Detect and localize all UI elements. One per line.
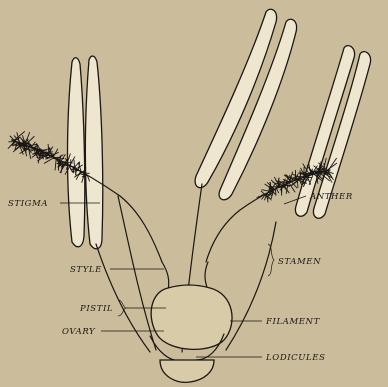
stigma-hair	[74, 160, 75, 168]
label-stigma: STIGMA	[8, 199, 48, 209]
stigma-hair	[281, 186, 282, 195]
pistil	[151, 262, 232, 349]
stigma-hair	[44, 158, 54, 164]
label-ovary: OVARY	[62, 327, 96, 337]
center-anther	[195, 9, 297, 200]
stigma-hair	[85, 167, 86, 174]
label-pistil: PISTIL	[79, 304, 113, 314]
left-anther	[68, 56, 103, 249]
label-lodicules: LODICULES	[265, 353, 326, 363]
label-stamen: STAMEN	[278, 257, 321, 267]
stigma-hair	[55, 159, 56, 170]
label-filament: FILAMENT	[265, 317, 321, 327]
label-style: STYLE	[70, 265, 102, 275]
label-anther: ANTHER	[309, 192, 353, 202]
stigma-hair	[276, 188, 278, 192]
stigma-hair	[261, 191, 265, 195]
